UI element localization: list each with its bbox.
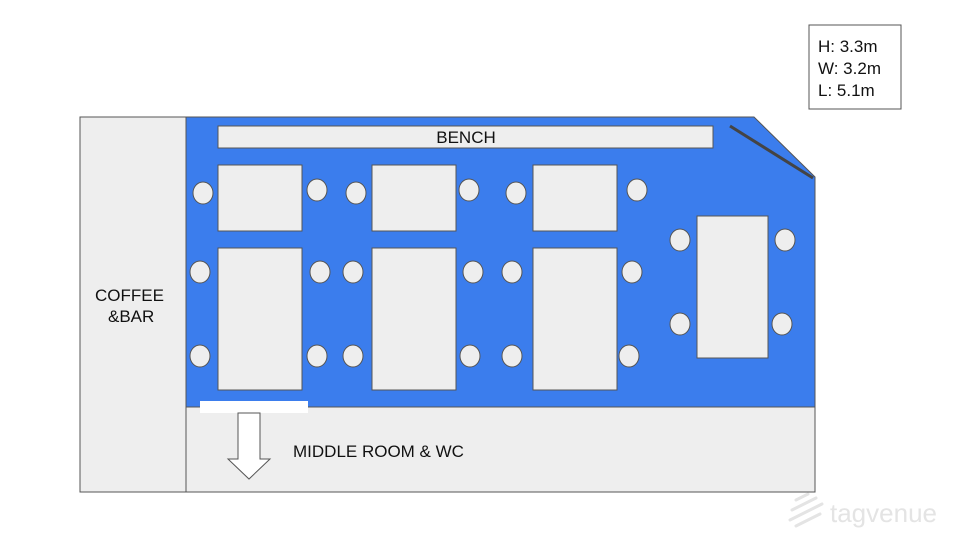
chair xyxy=(505,181,527,205)
doorway xyxy=(200,401,308,413)
down-arrow-icon xyxy=(226,412,272,480)
coffee-bar-label-line1: COFFEE xyxy=(95,286,164,305)
chair xyxy=(342,344,364,368)
chair xyxy=(342,260,364,284)
dimension-width: W: 3.2m xyxy=(818,59,881,78)
small-table xyxy=(371,164,457,232)
chair xyxy=(345,181,367,205)
chair xyxy=(774,228,796,252)
coffee-bar-label-line2: &BAR xyxy=(108,307,154,326)
chair xyxy=(189,260,211,284)
chair xyxy=(462,260,484,284)
diagonal-wall xyxy=(729,124,814,180)
watermark-text: tagvenue xyxy=(830,498,937,528)
large-table xyxy=(371,247,457,391)
chair xyxy=(771,312,793,336)
small-table xyxy=(217,164,303,232)
chair xyxy=(306,178,328,202)
chair xyxy=(192,181,214,205)
dimension-length: L: 5.1m xyxy=(818,81,875,100)
middle-room: MIDDLE ROOM & WC xyxy=(185,406,816,493)
chairs xyxy=(189,178,796,368)
middle-room-label: MIDDLE ROOM & WC xyxy=(293,442,464,461)
chair xyxy=(669,228,691,252)
bench: BENCH xyxy=(217,125,714,149)
chair xyxy=(501,344,523,368)
main-floor-area xyxy=(185,116,816,408)
watermark-logo-icon xyxy=(788,492,824,528)
chair xyxy=(459,344,481,368)
chair xyxy=(669,312,691,336)
small-table xyxy=(532,164,618,232)
side-table xyxy=(696,215,769,359)
watermark: tagvenue xyxy=(788,492,937,528)
chair xyxy=(306,344,328,368)
chair xyxy=(618,344,640,368)
chair xyxy=(189,344,211,368)
bench-label: BENCH xyxy=(436,128,496,147)
chair xyxy=(309,260,331,284)
chair xyxy=(501,260,523,284)
large-table xyxy=(532,247,618,391)
coffee-bar-room: COFFEE &BAR xyxy=(79,116,187,493)
large-tables xyxy=(217,247,618,391)
chair xyxy=(626,178,648,202)
large-table xyxy=(217,247,303,391)
dimension-height: H: 3.3m xyxy=(818,37,878,56)
dimensions-box: H: 3.3m W: 3.2m L: 5.1m xyxy=(808,24,902,110)
chair xyxy=(621,260,643,284)
chair xyxy=(458,178,480,202)
small-tables xyxy=(217,164,618,232)
